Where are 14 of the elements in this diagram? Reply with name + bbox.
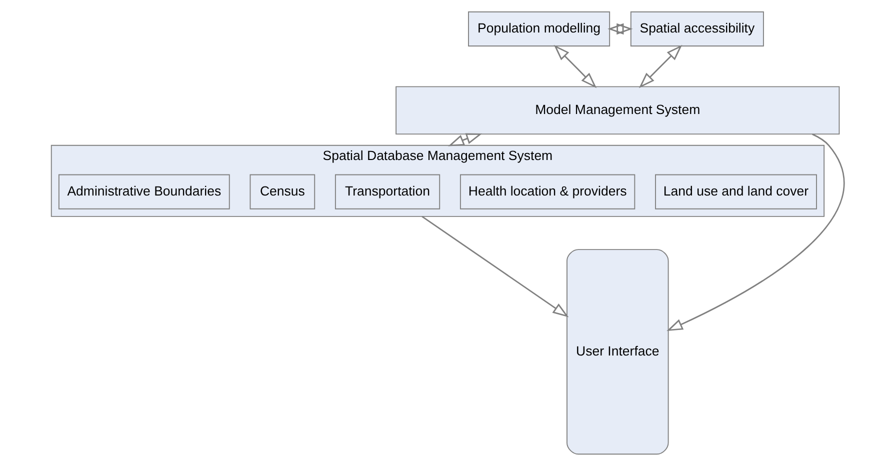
node-box: Spatial accessibility — [630, 11, 764, 46]
arrow — [421, 216, 568, 318]
node-box: Transportation — [334, 174, 440, 210]
arrow — [448, 133, 482, 146]
node-box: Health location & providers — [459, 174, 635, 210]
node-box: Administrative Boundaries — [58, 174, 230, 210]
node-box: User Interface — [566, 249, 668, 455]
node-box: Land use and land cover — [654, 174, 816, 210]
arrow — [553, 44, 596, 88]
node-box: Census — [249, 174, 315, 210]
arrow — [638, 44, 682, 88]
arrow — [607, 23, 632, 35]
node-box: Model Management System — [395, 86, 840, 135]
node-box: Population modelling — [468, 11, 610, 46]
